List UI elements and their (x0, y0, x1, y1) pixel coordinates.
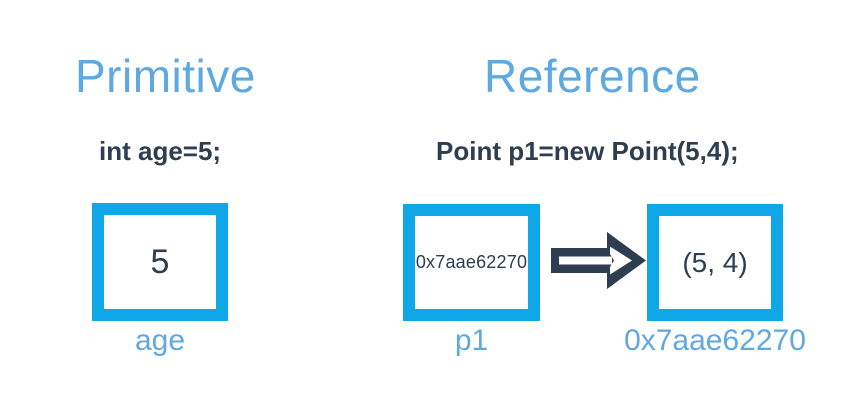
pointer-box-label: p1 (454, 324, 489, 357)
object-value: (5, 4) (682, 246, 748, 278)
primitive-heading: Primitive (75, 50, 256, 102)
primitive-code-snippet: int age=5; (99, 136, 222, 166)
reference-heading: Reference (484, 50, 701, 102)
pointer-address-value: 0x7aae62270 (415, 252, 528, 272)
primitive-box-label: age (134, 324, 186, 357)
reference-code-snippet: Point p1=new Point(5,4); (436, 136, 739, 166)
primitive-value-box: 5 (92, 203, 228, 321)
primitive-value: 5 (150, 242, 170, 281)
reference-pointer-box: 0x7aae62270 (403, 204, 540, 321)
block-arrow-right-icon (551, 232, 646, 289)
object-box-label: 0x7aae62270 (624, 324, 806, 357)
reference-object-box: (5, 4) (647, 204, 783, 321)
